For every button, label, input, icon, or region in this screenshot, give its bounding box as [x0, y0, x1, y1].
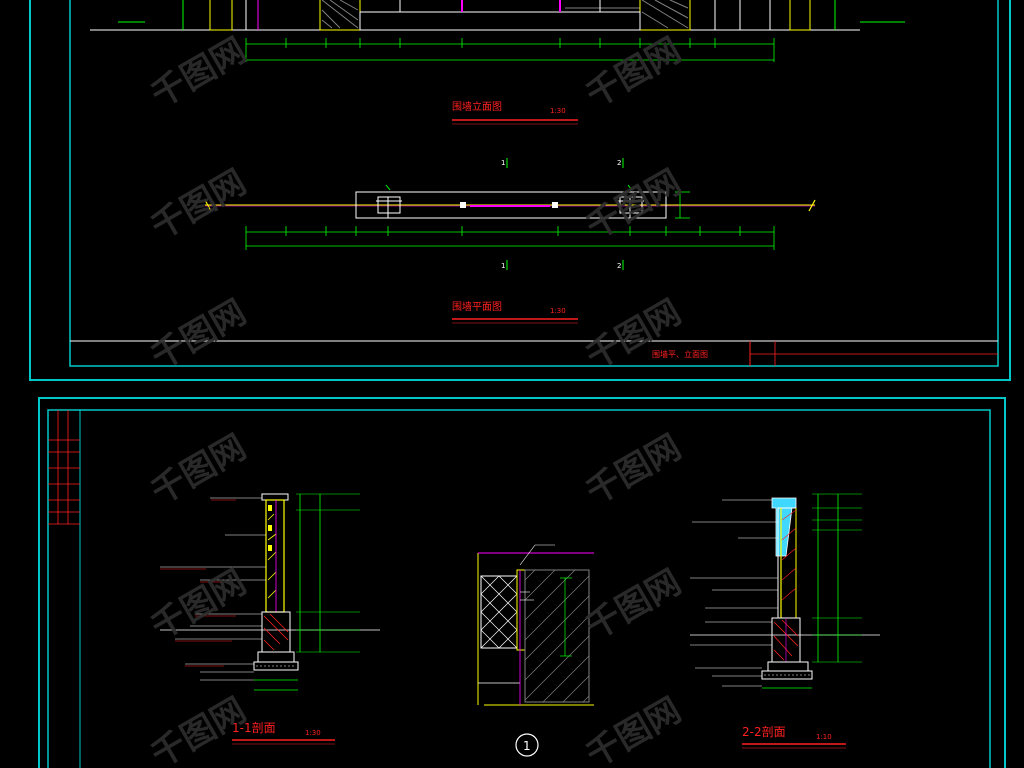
top-sheet: 围墙立面图 1:30: [29, 0, 1011, 381]
section-1-1-title: 1-1剖面: [232, 721, 276, 735]
watermarks: 千图网 千图网 千图网 千图网 千图网 千图网 千图网 千图网 千图网 千图网 …: [145, 30, 688, 768]
top-sheet-inner-frame: [69, 0, 999, 367]
watermark: 千图网: [580, 690, 688, 768]
watermark: 千图网: [580, 162, 688, 248]
watermark: 千图网: [145, 30, 253, 116]
top-sheet-outer-frame: [29, 0, 1011, 381]
watermark: 千图网: [580, 427, 688, 513]
bottom-sheet: 1-1剖面 1:30 1: [38, 397, 1006, 768]
bottom-sheet-inner-frame: [47, 409, 991, 768]
top-titleblock: 围墙平、立面图: [70, 340, 998, 366]
elevation-title: 围墙立面图: [452, 100, 502, 113]
section-mark-1-bottom: 1: [501, 262, 505, 270]
plan-scale: 1:30: [550, 307, 566, 315]
detail-1-drawing: [477, 544, 594, 706]
section-mark-2-top: 2: [617, 159, 621, 167]
watermark: 千图网: [580, 30, 688, 116]
section-2-2-scale: 1:10: [816, 733, 832, 741]
watermark: 千图网: [580, 562, 688, 648]
bottom-sheet-outer-frame: [38, 397, 1006, 768]
section-2-2-drawing: [690, 493, 880, 689]
section-1-1-scale: 1:30: [305, 729, 321, 737]
titleblock-drawing-name: 围墙平、立面图: [652, 349, 708, 359]
side-titleblock: [48, 410, 80, 525]
plan-side-dimension: [675, 191, 690, 219]
detail-marker-number: 1: [523, 739, 531, 753]
elevation-scale: 1:30: [550, 107, 566, 115]
watermark: 千图网: [145, 162, 253, 248]
wall-plan: [204, 184, 816, 219]
watermark: 千图网: [145, 292, 253, 378]
section-1-1-drawing: [160, 493, 380, 691]
wall-elevation: [90, 0, 905, 31]
watermark: 千图网: [145, 690, 253, 768]
section-2-2-title: 2-2剖面: [742, 725, 786, 739]
section-mark-2-bottom: 2: [617, 262, 621, 270]
watermark: 千图网: [145, 427, 253, 513]
plan-title: 围墙平面图: [452, 300, 502, 313]
plan-dimensions: [245, 226, 775, 250]
section-cut-marks: 1 2 1 2: [501, 158, 624, 270]
elevation-dimensions: [245, 38, 775, 62]
detail-marker-circle: [515, 733, 539, 757]
watermark: 千图网: [580, 292, 688, 378]
watermark: 千图网: [145, 562, 253, 648]
section-mark-1-top: 1: [501, 159, 505, 167]
